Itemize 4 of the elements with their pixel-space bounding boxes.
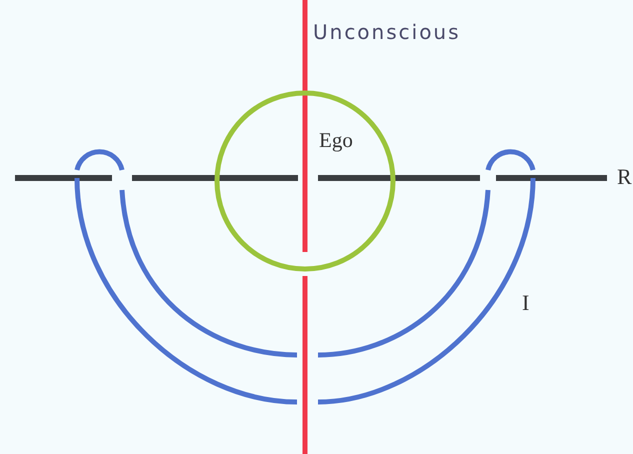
ring-label: I	[522, 290, 530, 316]
line-label: R	[617, 164, 632, 190]
node-label: Ego	[319, 128, 353, 153]
axis-label: Unconscious	[313, 20, 461, 44]
